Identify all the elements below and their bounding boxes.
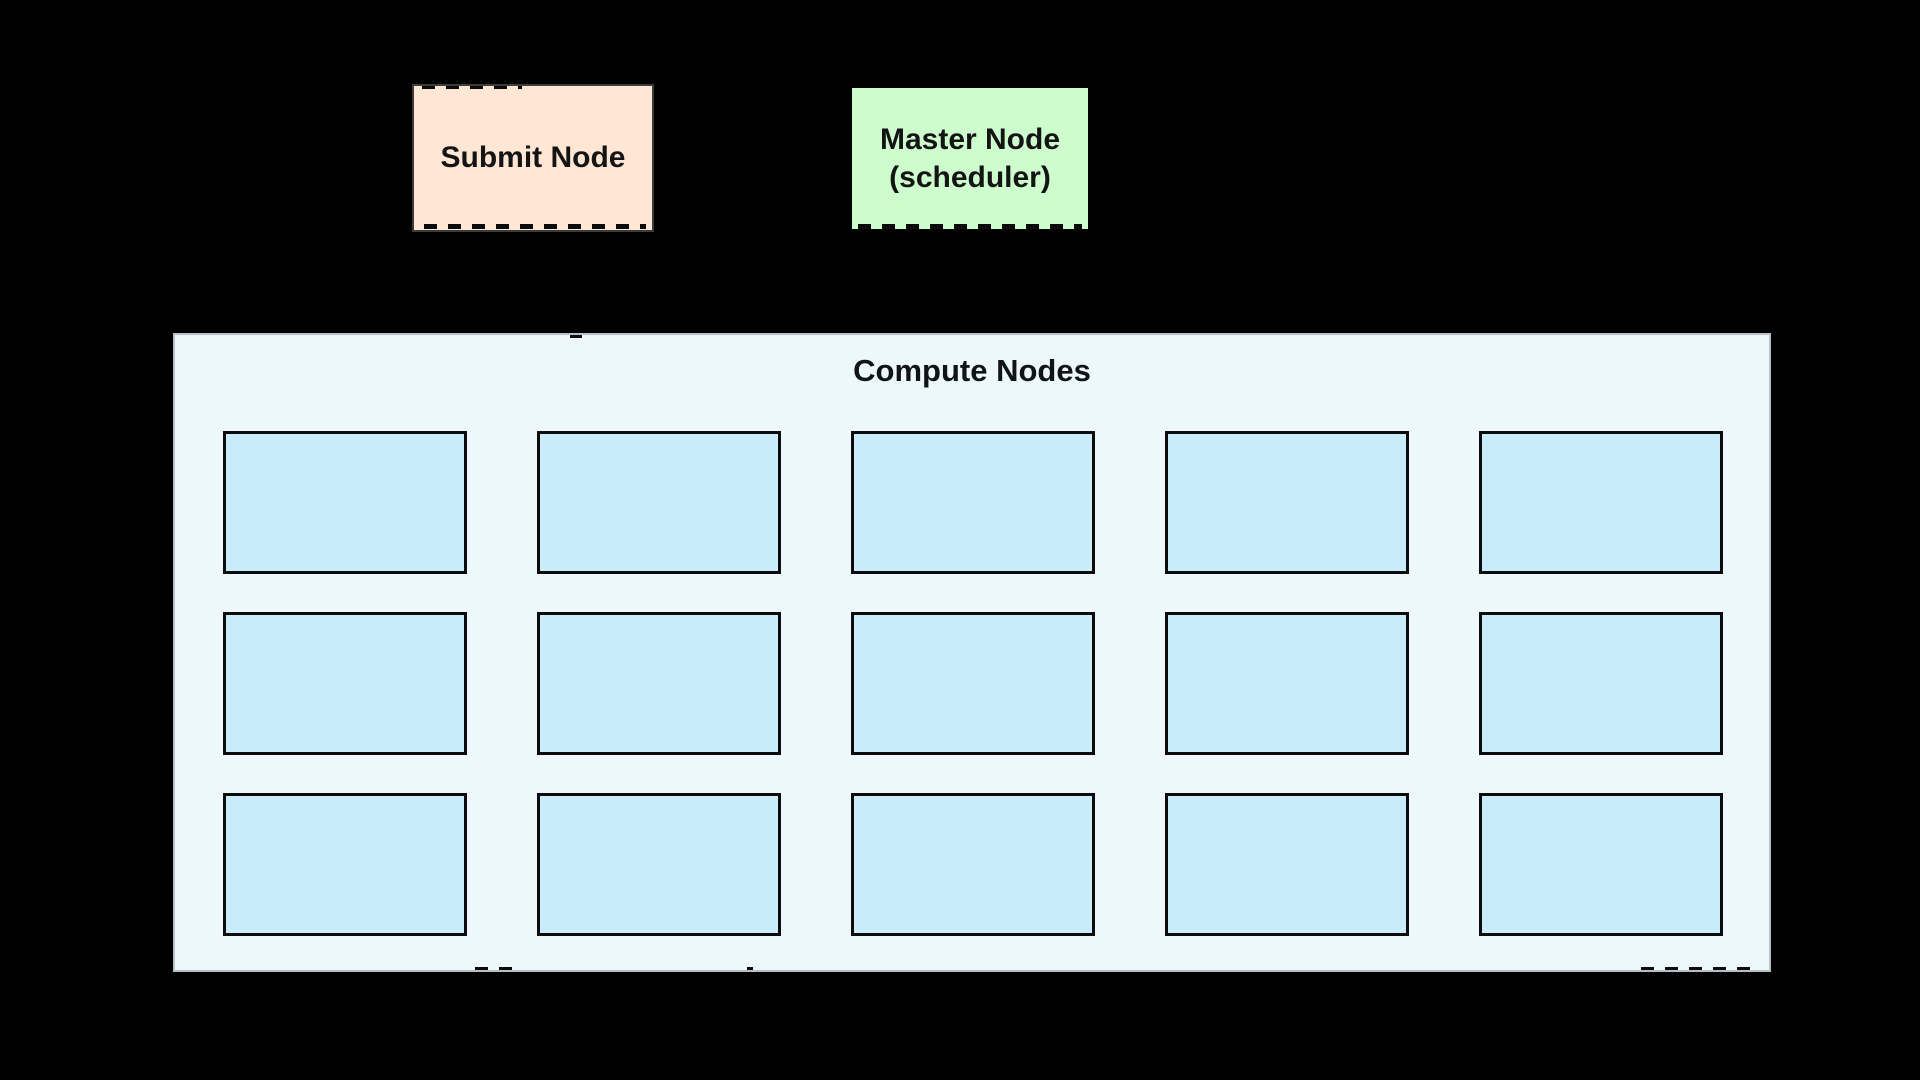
compute-node <box>537 793 781 936</box>
clipped-text-artifact <box>747 967 753 970</box>
master-node-label-line2: (scheduler) <box>889 160 1051 194</box>
compute-node <box>223 431 467 574</box>
compute-node <box>851 612 1095 755</box>
compute-node <box>1479 612 1723 755</box>
compute-nodes-title: Compute Nodes <box>853 353 1091 388</box>
compute-node <box>851 431 1095 574</box>
compute-nodes-container: Compute Nodes <box>173 333 1771 972</box>
compute-node <box>1165 612 1409 755</box>
submit-node-label: Submit Node <box>440 141 626 174</box>
clipped-text-artifact <box>475 967 515 970</box>
compute-node-grid <box>223 431 1723 936</box>
compute-node <box>223 612 467 755</box>
clipped-text-artifact <box>858 224 1082 229</box>
compute-node <box>1165 793 1409 936</box>
submit-node-box: Submit Node <box>412 84 654 232</box>
compute-node <box>1479 431 1723 574</box>
compute-node <box>223 793 467 936</box>
compute-node <box>537 612 781 755</box>
compute-node <box>537 431 781 574</box>
compute-node <box>1479 793 1723 936</box>
compute-node <box>851 793 1095 936</box>
clipped-text-artifact <box>570 335 582 338</box>
master-node-label-line1: Master Node <box>879 122 1061 156</box>
compute-node <box>1165 431 1409 574</box>
clipped-text-artifact <box>424 224 646 229</box>
clipped-text-artifact <box>422 86 522 89</box>
clipped-text-artifact <box>1641 967 1761 970</box>
master-node-box: Master Node (scheduler) <box>852 88 1088 229</box>
